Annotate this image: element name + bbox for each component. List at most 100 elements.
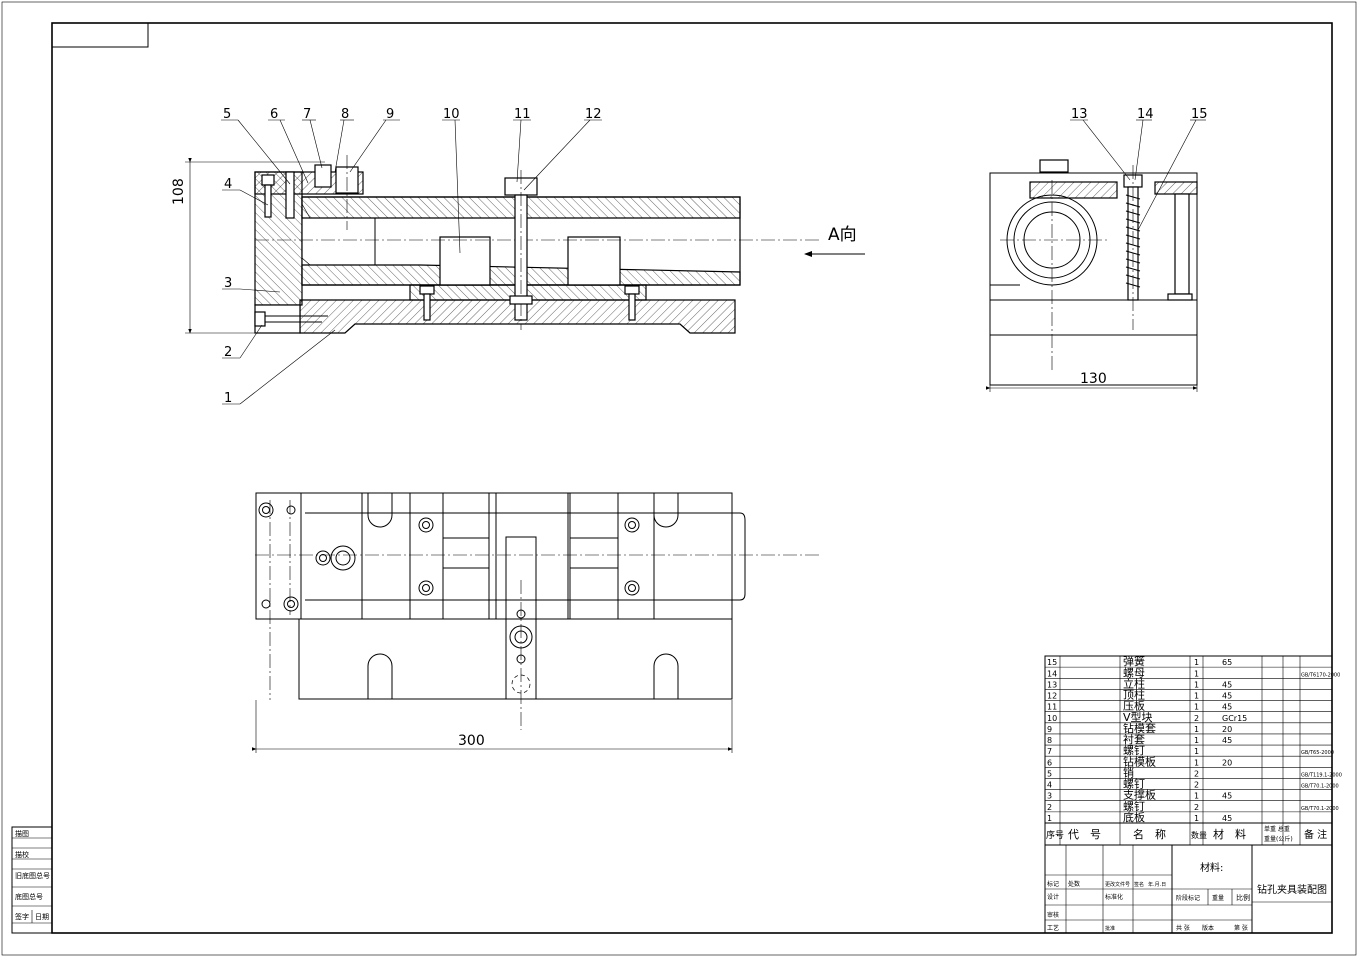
bom-cell-no: 10: [1047, 714, 1057, 723]
bom-cell-qty: 2: [1194, 769, 1199, 778]
title-cell: 比例: [1236, 893, 1250, 902]
title-cell: 年.月.日: [1148, 881, 1166, 888]
bom-cell-qty: 1: [1194, 658, 1199, 667]
bom-cell-qty: 1: [1194, 680, 1199, 689]
bom-cell-qty: 1: [1194, 792, 1199, 801]
bom-cell-name: 螺钉: [1123, 778, 1145, 791]
bom-cell-name: 销: [1123, 765, 1134, 779]
title-cell: 批准: [1105, 925, 1115, 932]
bom-cell-qty: 1: [1194, 747, 1199, 756]
title-block: 材料: 钻孔夹具装配图 标记 处数 更改文件号 签名 年.月.日 设计 标准化 …: [1044, 844, 1333, 934]
balloon-label: 13: [1071, 107, 1088, 122]
bom-cell-no: 15: [1047, 658, 1057, 667]
bom-cell-name: 压板: [1123, 699, 1145, 713]
bom-cell-material: 45: [1222, 736, 1232, 745]
side-strip-label: 描图: [15, 829, 29, 838]
bom-cell-material: GCr15: [1222, 714, 1247, 723]
bom-cell-name: 顶柱: [1123, 688, 1145, 702]
bom-cell-qty: 1: [1194, 736, 1199, 745]
bom-cell-material: 20: [1222, 758, 1232, 767]
bom-header-name: 名 称: [1133, 827, 1166, 841]
title-cell: 工艺: [1047, 924, 1059, 932]
title-cell: 更改文件号: [1105, 881, 1130, 888]
title-cell: 版本: [1202, 924, 1214, 932]
title-cell: 标准化: [1105, 893, 1123, 901]
side-view: 130 13 14 15: [985, 107, 1208, 392]
bom-cell-name: 支撑板: [1123, 788, 1156, 802]
bom-cell-name: 立柱: [1123, 676, 1145, 690]
title-cell: 第 张: [1234, 924, 1248, 932]
balloon-label: 12: [585, 107, 602, 122]
bom-cell-name: 螺钉: [1123, 744, 1145, 757]
bom-cell-material: 65: [1222, 658, 1232, 667]
v-block: [439, 236, 491, 286]
bom-cell-no: 12: [1047, 692, 1057, 701]
bom-cell-name: 底板: [1123, 810, 1145, 824]
bom-cell-qty: 1: [1194, 703, 1199, 712]
bom-header-material: 材 料: [1213, 827, 1246, 841]
title-cell: 审核: [1047, 911, 1059, 919]
top-view: 300: [251, 492, 820, 753]
bom-cell-material: 45: [1222, 703, 1232, 712]
bom-cell-material: 45: [1222, 692, 1232, 701]
side-strip-label: 日期: [35, 913, 49, 921]
side-strip-label: 描校: [15, 850, 29, 859]
bom-cell-note: GB/T70.1-2000: [1301, 784, 1339, 790]
title-name: 钻孔夹具装配图: [1257, 883, 1327, 896]
bom-cell-no: 7: [1047, 747, 1052, 756]
title-cell: 重量: [1212, 894, 1224, 902]
sheet-inner-border: [51, 22, 1333, 934]
bom-cell-note: GB/T6170-2000: [1301, 672, 1340, 678]
bom-header-seq: 序号: [1046, 829, 1064, 841]
balloon-label: 7: [303, 107, 311, 122]
title-material: 材料:: [1200, 861, 1223, 874]
side-strip-label: 底图总号: [15, 892, 43, 901]
balloon-label: 4: [224, 177, 232, 192]
balloon-label: 1: [224, 391, 232, 406]
bom-cell-name: 衬套: [1123, 733, 1145, 746]
bom-cell-no: 14: [1047, 669, 1057, 678]
balloon-label: 11: [514, 107, 531, 122]
bom-cell-qty: 2: [1194, 781, 1199, 790]
title-cell: 标记: [1047, 880, 1059, 888]
title-cell: 设计: [1047, 893, 1059, 901]
balloon-label: 3: [224, 276, 232, 291]
view-a-label: A向: [828, 225, 857, 245]
bom-cell-qty: 1: [1194, 725, 1199, 734]
balloon-label: 9: [386, 107, 394, 122]
title-cell: 签名: [1134, 881, 1144, 888]
bom-cell-no: 8: [1047, 736, 1052, 745]
front-view: 108 A向 1 2 3 4 5 6 7 8 9 10 11 12: [171, 107, 865, 406]
bom-header-weight: 单重 总重: [1264, 825, 1290, 833]
bom-cell-name: 钻模板: [1123, 754, 1156, 768]
title-cell: 处数: [1068, 880, 1080, 888]
balloon-label: 15: [1191, 107, 1208, 122]
bom-cell-qty: 1: [1194, 758, 1199, 767]
bom-cell-qty: 1: [1194, 692, 1199, 701]
bom-cell-name: 钻模套: [1123, 721, 1156, 735]
bom-cell-note: GB/T70.1-2000: [1301, 806, 1339, 812]
bom-cell-no: 9: [1047, 725, 1052, 734]
bom-header-qty: 数量: [1191, 830, 1207, 840]
bom-cell-no: 2: [1047, 803, 1052, 812]
drawing-number-box: [51, 22, 149, 48]
title-cell: 共 张: [1176, 924, 1190, 932]
balloon-label: 5: [223, 107, 231, 122]
bom-cell-no: 3: [1047, 792, 1052, 801]
bom-cell-material: 45: [1222, 814, 1232, 823]
bom-cell-name: V型块: [1123, 710, 1153, 724]
title-cell: 阶段标记: [1176, 894, 1200, 902]
dimension-108: 108: [171, 178, 187, 205]
bom-cell-name: 螺母: [1123, 666, 1145, 679]
balloon-label: 2: [224, 345, 232, 360]
balloon-label: 8: [341, 107, 349, 122]
bom-cell-qty: 1: [1194, 669, 1199, 678]
balloon-label: 14: [1137, 107, 1154, 122]
bom-cell-qty: 2: [1194, 714, 1199, 723]
bom-cell-name: 螺钉: [1123, 800, 1145, 813]
bom-cell-material: 45: [1222, 792, 1232, 801]
bom-cell-no: 4: [1047, 781, 1052, 790]
bom-cell-name: 弹簧: [1123, 654, 1145, 668]
bom-cell-no: 5: [1047, 769, 1052, 778]
